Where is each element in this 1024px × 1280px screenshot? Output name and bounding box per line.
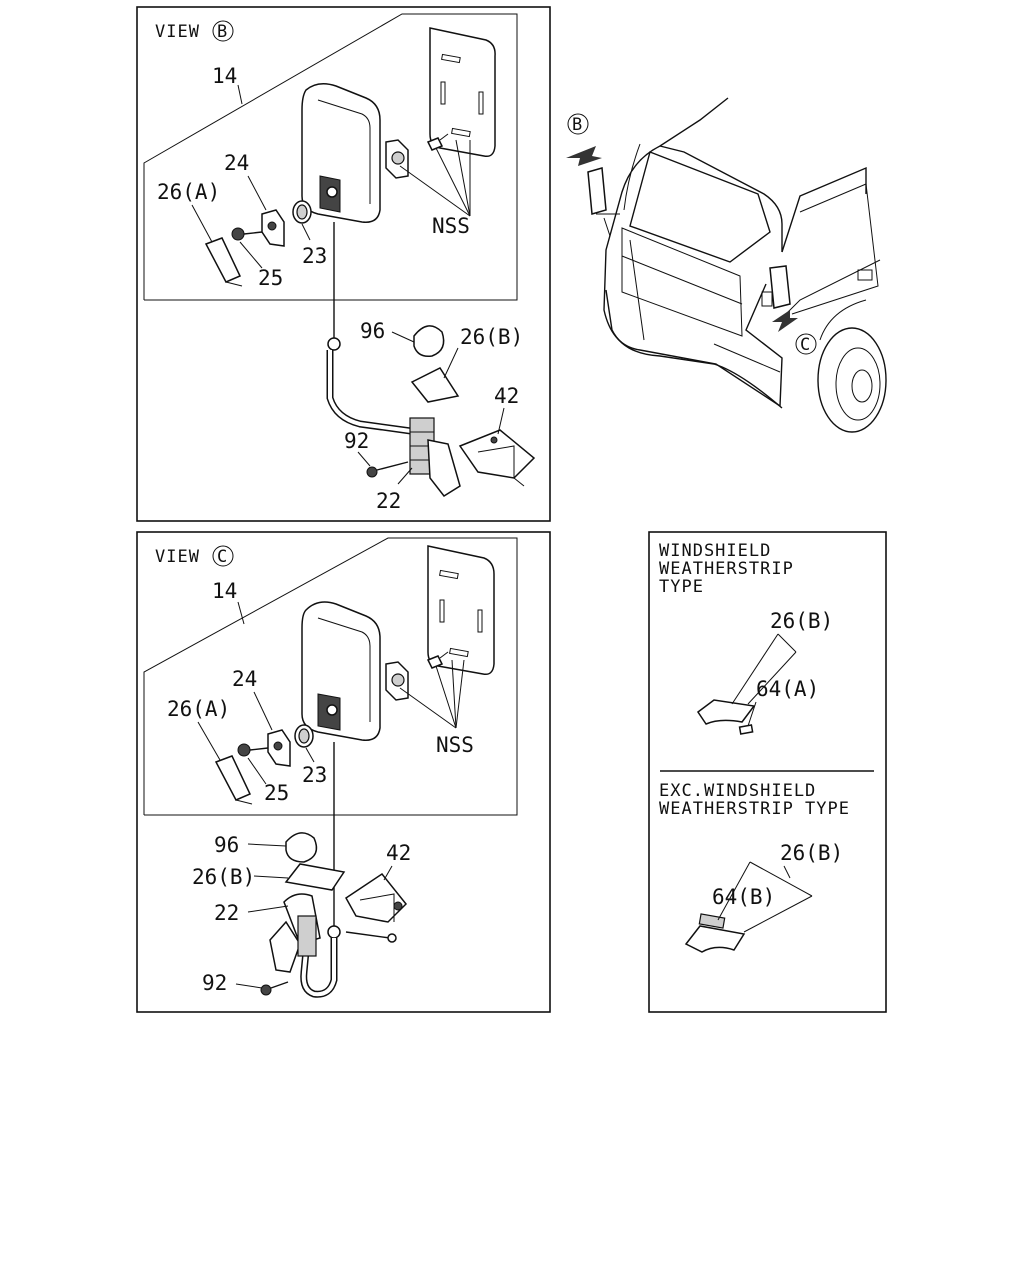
view-c-label-14: 14 bbox=[212, 579, 237, 603]
mount-bracket-42 bbox=[345, 872, 408, 943]
view-b-label-26b: 26(B) bbox=[460, 325, 523, 349]
cap-96 bbox=[285, 832, 318, 863]
view-c-assembly-frame bbox=[143, 537, 518, 816]
pad-64b bbox=[698, 913, 726, 929]
view-c-label-25: 25 bbox=[264, 781, 289, 805]
cover-26a bbox=[204, 237, 243, 287]
variant-bottom-title-line1: EXC.WINDSHIELD bbox=[659, 781, 816, 801]
cap-23 bbox=[292, 200, 312, 224]
view-b-label-96: 96 bbox=[360, 319, 385, 343]
nss-bracket bbox=[385, 133, 449, 179]
view-b-marker: B bbox=[217, 22, 228, 42]
right-mirror bbox=[761, 265, 791, 309]
view-c-label-24: 24 bbox=[232, 667, 257, 691]
view-b-label-nss: NSS bbox=[432, 214, 470, 238]
mirror-plate bbox=[429, 27, 496, 158]
mirror-housing bbox=[301, 83, 381, 223]
variant-top-label-64a: 64(A) bbox=[756, 677, 819, 701]
mirror-base-22 bbox=[269, 893, 321, 973]
wheel bbox=[817, 299, 887, 433]
cap-23 bbox=[294, 724, 314, 748]
bracket-24 bbox=[261, 209, 285, 247]
view-c-label-22: 22 bbox=[214, 901, 239, 925]
bolt-92 bbox=[366, 461, 409, 478]
view-b-label-23: 23 bbox=[302, 244, 327, 268]
view-b-frame bbox=[136, 6, 551, 522]
truck-marker-b: B bbox=[572, 115, 583, 135]
view-c-panel: VIEW C 14 NSS bbox=[136, 531, 551, 1013]
cover-26b bbox=[410, 367, 460, 403]
variant-bottom-title-line2: WEATHERSTRIP TYPE bbox=[659, 799, 850, 819]
variant-top-title-line3: TYPE bbox=[659, 577, 704, 597]
nss-bracket bbox=[385, 651, 449, 701]
view-b-panel: VIEW B 14 bbox=[136, 6, 551, 522]
screw-25 bbox=[237, 743, 269, 757]
view-b-title: VIEW bbox=[155, 22, 200, 42]
variant-top-title-line2: WEATHERSTRIP bbox=[659, 559, 794, 579]
cover-26a bbox=[214, 755, 253, 805]
variant-top-label-26b: 26(B) bbox=[770, 609, 833, 633]
view-b-label-24: 24 bbox=[224, 151, 249, 175]
view-b-label-92: 92 bbox=[344, 429, 369, 453]
view-c-label-26a: 26(A) bbox=[167, 697, 230, 721]
view-c-title: VIEW bbox=[155, 547, 200, 567]
weatherstrip-cover bbox=[684, 925, 746, 953]
view-c-label-92: 92 bbox=[202, 971, 227, 995]
cap-96 bbox=[413, 325, 445, 358]
mirror-stay-rod bbox=[300, 742, 341, 998]
view-b-label-25: 25 bbox=[258, 266, 283, 290]
view-c-frame bbox=[136, 531, 551, 1013]
truck-illustration: B C bbox=[566, 97, 887, 433]
cover-26b bbox=[284, 863, 346, 891]
variants-panel: WINDSHIELD WEATHERSTRIP TYPE 26(B) 64(A)… bbox=[648, 531, 887, 1013]
mirror-stay-rod bbox=[326, 222, 419, 436]
view-b-label-22: 22 bbox=[376, 489, 401, 513]
view-c-label-nss: NSS bbox=[436, 733, 474, 757]
weatherstrip-cover bbox=[696, 699, 756, 725]
view-b-assembly-frame bbox=[143, 13, 518, 301]
variants-frame bbox=[648, 531, 887, 1013]
circled-letter-icon: C bbox=[795, 333, 817, 355]
variant-top-title-line1: WINDSHIELD bbox=[659, 541, 771, 561]
mirror-plate bbox=[427, 545, 495, 676]
left-mirror bbox=[587, 167, 620, 237]
variant-bottom-label-26b: 26(B) bbox=[780, 841, 843, 865]
view-b-label-26a: 26(A) bbox=[157, 180, 220, 204]
mount-bracket-42 bbox=[458, 429, 536, 487]
view-arrow-icon bbox=[772, 310, 798, 332]
circled-letter-icon: B bbox=[212, 20, 234, 42]
view-b-label-42: 42 bbox=[494, 384, 519, 408]
screw-25 bbox=[231, 227, 263, 241]
view-c-label-23: 23 bbox=[302, 763, 327, 787]
mirror-base-22 bbox=[409, 417, 461, 497]
bracket-24 bbox=[267, 729, 291, 767]
view-b-label-14: 14 bbox=[212, 64, 237, 88]
pad-64a bbox=[738, 724, 754, 735]
view-arrow-icon bbox=[566, 146, 602, 166]
truck-marker-c: C bbox=[800, 335, 811, 355]
variant-bottom-label-64b: 64(B) bbox=[712, 885, 775, 909]
mirror-housing bbox=[301, 601, 381, 741]
view-c-label-96: 96 bbox=[214, 833, 239, 857]
circled-letter-icon: B bbox=[567, 113, 589, 135]
view-c-label-42: 42 bbox=[386, 841, 411, 865]
bolt-92 bbox=[260, 981, 289, 996]
circled-letter-icon: C bbox=[212, 545, 234, 567]
view-c-label-26b: 26(B) bbox=[192, 865, 255, 889]
view-c-marker: C bbox=[217, 547, 228, 567]
